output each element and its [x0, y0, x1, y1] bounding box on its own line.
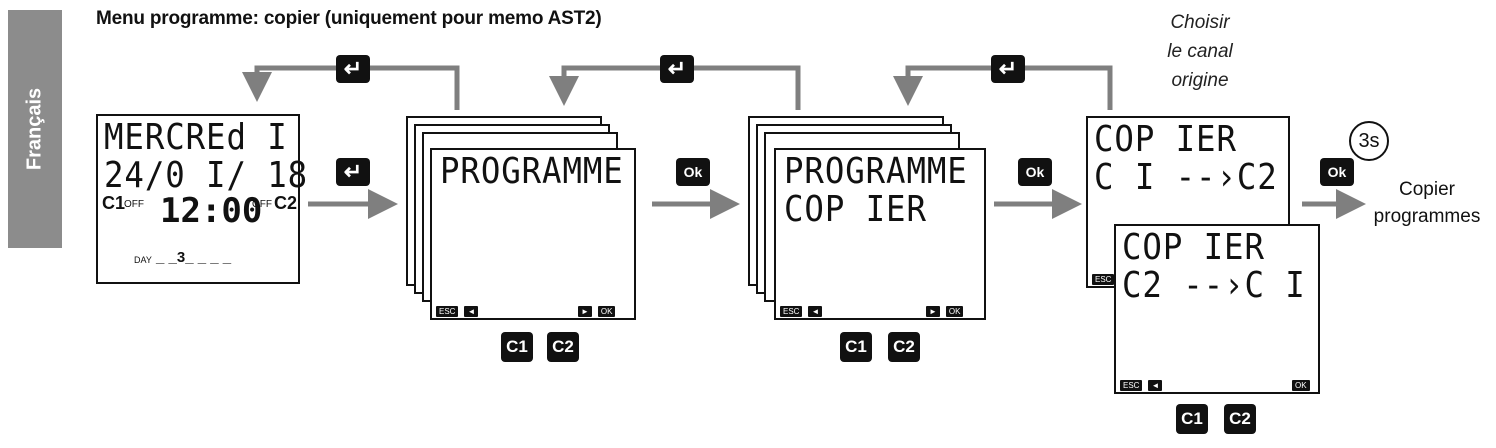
ok-key-1[interactable]: Ok [676, 158, 710, 186]
screen1-date: 24/0 I/ 18 [104, 155, 309, 196]
result-text: Copier programmes [1364, 176, 1490, 230]
c1-key-3[interactable]: C1 [1176, 404, 1208, 434]
screen4-line2: C I --›C2 [1094, 157, 1278, 198]
screen1-c2-label: C2 [274, 193, 298, 213]
enter-key-return-3[interactable]: ↵ [991, 55, 1025, 83]
c2-key-1[interactable]: C2 [547, 332, 579, 362]
screen1-off-2: OFF [252, 199, 272, 210]
screen4-softkeys: ESC [1092, 274, 1115, 285]
lcd-screen-copy-c2-c1: COP IER C2 --›C I ESC ◄ OK [1114, 224, 1320, 394]
hold-duration: 3s [1358, 129, 1380, 152]
softkey-ok[interactable]: OK [945, 306, 964, 317]
screen3-softkeys-right: ► OK [926, 306, 964, 317]
softkey-ok[interactable]: OK [1292, 380, 1310, 391]
result-line1: Copier [1399, 179, 1455, 200]
screen1-c1-label: C1 [102, 193, 126, 213]
screen2-softkeys: ESC ◄ [436, 306, 479, 317]
enter-key-return-1[interactable]: ↵ [336, 55, 370, 83]
screen1-off-1: OFF [124, 199, 144, 210]
screen2-line1: PROGRAMME [440, 151, 624, 192]
hold-3s-badge: 3s [1349, 121, 1389, 161]
softkey-ok[interactable]: OK [597, 306, 616, 317]
lcd-screen-home: MERCREd I 24/0 I/ 18 C1 OFF 12:00 OFF C2… [96, 114, 307, 284]
choose-line2: le canal [1167, 41, 1233, 62]
screen5-softkeys: ESC ◄ [1120, 380, 1163, 391]
softkey-esc[interactable]: ESC [436, 306, 459, 317]
c1-key-2[interactable]: C1 [840, 332, 872, 362]
softkey-left[interactable]: ◄ [464, 306, 479, 317]
screen3-line1: PROGRAMME [784, 151, 968, 192]
screen5-line1: COP IER [1122, 227, 1265, 268]
language-tab: Français [8, 10, 62, 248]
lcd-screen-programme-copier: PROGRAMME COP IER ESC ◄ ► OK [774, 148, 986, 320]
softkey-left[interactable]: ◄ [1148, 380, 1163, 391]
screen1-day: MERCREd I [104, 117, 288, 158]
screen2-softkeys-right: ► OK [578, 306, 616, 317]
c1-key-1[interactable]: C1 [501, 332, 533, 362]
ok-key-2[interactable]: Ok [1018, 158, 1052, 186]
choose-line1: Choisir [1170, 12, 1230, 33]
c2-key-2[interactable]: C2 [888, 332, 920, 362]
softkey-left[interactable]: ◄ [808, 306, 823, 317]
choose-line3: origine [1171, 70, 1229, 91]
screen1-day-label: DAY [134, 255, 152, 265]
page-title: Menu programme: copier (uniquement pour … [96, 8, 602, 29]
softkey-esc[interactable]: ESC [1092, 274, 1115, 285]
enter-key-return-2[interactable]: ↵ [660, 55, 694, 83]
screen5-line2: C2 --›C I [1122, 265, 1306, 306]
c2-key-3[interactable]: C2 [1224, 404, 1256, 434]
screen1-time: 12:00 [160, 191, 263, 231]
choose-channel-text: Choisir le canal origine [1140, 8, 1260, 95]
screen3-line2: COP IER [784, 189, 927, 230]
screen4-line1: COP IER [1094, 119, 1237, 160]
screen5-softkeys-right: OK [1292, 380, 1310, 391]
softkey-esc[interactable]: ESC [1120, 380, 1143, 391]
enter-key-forward[interactable]: ↵ [336, 158, 370, 186]
softkey-right[interactable]: ► [926, 306, 940, 317]
ok-key-3[interactable]: Ok [1320, 158, 1354, 186]
screen3-softkeys: ESC ◄ [780, 306, 823, 317]
softkey-right[interactable]: ► [578, 306, 592, 317]
lcd-screen-programme: PROGRAMME ESC ◄ ► OK [430, 148, 636, 320]
result-line2: programmes [1373, 206, 1481, 227]
screen1-day-value: _ _3_ _ _ _ [156, 249, 232, 266]
softkey-esc[interactable]: ESC [780, 306, 803, 317]
